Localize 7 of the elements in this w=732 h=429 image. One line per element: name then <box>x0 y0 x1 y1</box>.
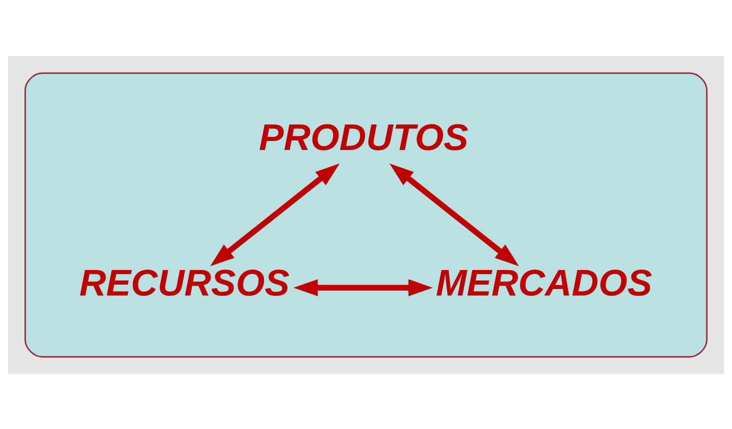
arrow <box>210 163 340 266</box>
cluster <box>24 72 708 358</box>
node-text: PRODUTOS <box>259 115 468 158</box>
arrow <box>293 278 433 296</box>
arrow <box>390 163 520 266</box>
node-text: MERCADOS <box>436 260 652 303</box>
node-text: RECURSOS <box>79 260 290 303</box>
